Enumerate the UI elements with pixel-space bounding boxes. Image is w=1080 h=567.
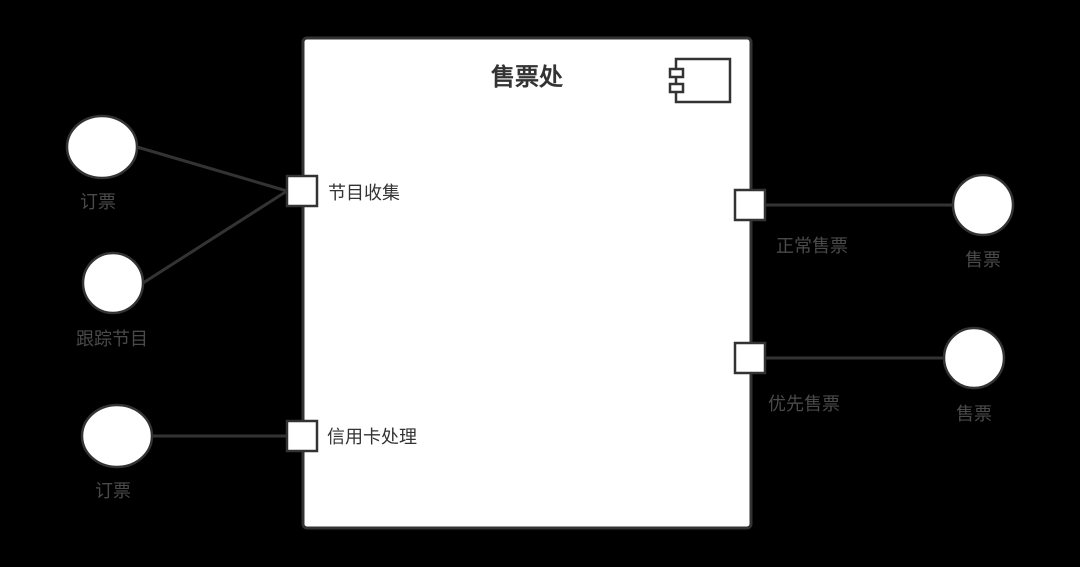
- connector-order-top: [136, 145, 288, 193]
- interface-sale-bottom[interactable]: [942, 326, 1006, 390]
- component-box[interactable]: [301, 36, 753, 530]
- interface-label-track-program: 跟踪节目: [76, 329, 148, 350]
- port-label-credit-card: 信用卡处理: [327, 427, 417, 448]
- port-label-program-collection: 节目收集: [328, 183, 400, 204]
- component-title: 售票处: [491, 63, 563, 91]
- interface-order-top[interactable]: [65, 114, 139, 180]
- port-label-normal-sale: 正常售票: [776, 236, 848, 257]
- port-normal-sale[interactable]: [733, 188, 767, 222]
- interface-label-order-bottom: 订票: [95, 481, 131, 502]
- port-label-priority-sale: 优先售票: [768, 394, 840, 415]
- interface-label-sale-bottom: 售票: [956, 404, 992, 425]
- port-credit-card[interactable]: [285, 419, 319, 453]
- connectors: [136, 145, 953, 438]
- port-priority-sale[interactable]: [733, 341, 767, 375]
- component-icon: [668, 57, 732, 104]
- interface-order-bottom[interactable]: [80, 403, 154, 469]
- connector-track-program: [142, 189, 288, 285]
- port-program-collection[interactable]: [285, 174, 319, 208]
- interface-label-order-top: 订票: [80, 192, 116, 213]
- interface-sale-top[interactable]: [951, 173, 1015, 237]
- interface-label-sale-top: 售票: [965, 250, 1001, 271]
- interface-track-program[interactable]: [81, 251, 145, 315]
